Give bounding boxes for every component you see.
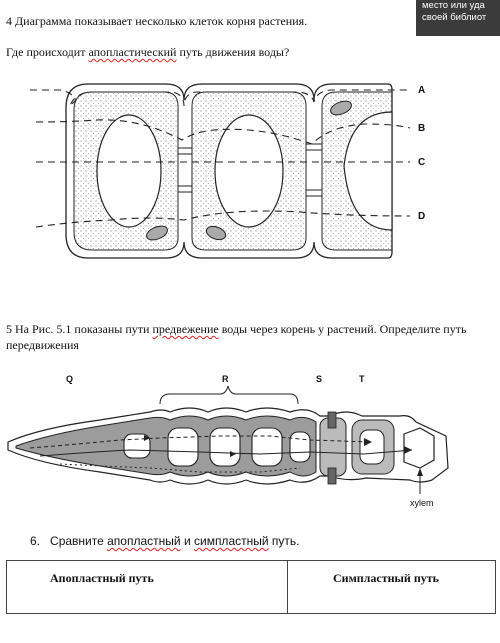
q6-number: 6.	[30, 534, 41, 548]
q5-text-after: воды через корень у растений. Определите…	[218, 322, 467, 336]
comparison-table: Апопластный путь Симпластный путь	[6, 560, 496, 614]
label-s: S	[316, 374, 322, 384]
casparian-strip-bottom	[327, 467, 337, 485]
plasmodesmata	[178, 143, 322, 197]
label-c: C	[418, 157, 425, 168]
pathway-lines	[30, 89, 411, 228]
label-r: R	[222, 374, 229, 384]
q6-text-mid: и	[180, 534, 194, 548]
tooltip: место или уда своей библиот	[416, 0, 500, 36]
question-4-heading: 4 Диаграмма показывает несколько клеток …	[6, 14, 308, 28]
path-b	[35, 119, 411, 145]
q6-text-before: Сравните	[50, 534, 108, 548]
label-a: A	[418, 85, 425, 96]
table-header-symplast[interactable]: Симпластный путь	[287, 560, 496, 614]
q5-text-spell: предвежение	[152, 322, 219, 336]
table-header-apoplast[interactable]: Апопластный путь	[6, 560, 288, 614]
label-d: D	[418, 211, 425, 222]
question-4-prompt: Где происходит апопластический путь движ…	[6, 44, 289, 60]
arrow-heads	[144, 435, 412, 457]
casparian-strip-top	[327, 411, 337, 429]
question-6-text: 6. Сравните апопластный и симпластный пу…	[30, 533, 299, 549]
brace-r	[159, 385, 299, 405]
q6-spell2: симпластный	[193, 534, 269, 548]
tooltip-line2: своей библиот	[422, 12, 487, 23]
cortex-cells	[123, 427, 311, 467]
nucleus-2	[146, 225, 168, 241]
label-q: Q	[66, 374, 73, 384]
path-a	[30, 89, 410, 107]
path-d	[35, 210, 411, 228]
q6-spell1: апопластный	[107, 534, 181, 548]
q4-prompt-before: Где происходит	[6, 45, 89, 59]
vacuole-right	[343, 111, 393, 231]
label-t: T	[359, 374, 365, 384]
vacuole-left	[96, 114, 162, 228]
cortex-band	[15, 415, 317, 477]
pathway-arrows	[29, 435, 413, 473]
tooltip-line1: место или уда	[422, 0, 485, 11]
root-cells-diagram: A B C D	[30, 83, 425, 259]
xylem-label: xylem	[410, 498, 434, 508]
vacuole-middle	[214, 114, 284, 228]
question-5-text: 5 На Рис. 5.1 показаны пути предвежение …	[6, 321, 496, 353]
q4-prompt-after: путь движения воды?	[176, 45, 290, 59]
q5-text-line2: передвижения	[6, 338, 79, 352]
q6-text-after: путь.	[268, 534, 300, 548]
q4-prompt-spell: апопластический	[88, 45, 177, 59]
nucleus-3	[205, 225, 227, 241]
root-pathway-diagram: Q R S T xylem	[7, 374, 449, 508]
nucleus-1	[330, 100, 352, 116]
xylem-vessel	[403, 427, 435, 469]
q5-text-before: 5 На Рис. 5.1 показаны пути	[6, 322, 153, 336]
label-b: B	[418, 123, 425, 134]
pathway-labels: A B C D	[418, 85, 425, 222]
